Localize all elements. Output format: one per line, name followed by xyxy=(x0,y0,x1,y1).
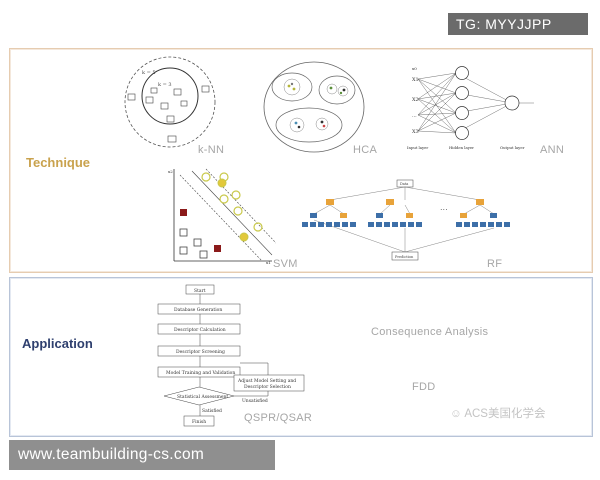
hca-caption: HCA xyxy=(353,144,378,156)
flow-step-model-training xyxy=(157,366,241,378)
svg-text:X2: X2 xyxy=(412,97,419,103)
watermark-text: ACS美国化学会 xyxy=(464,408,546,420)
knn-diagram: k = 5 k = 3 xyxy=(124,56,216,148)
flow-finish-label: Finish xyxy=(192,419,206,425)
svm-x2-label: x2 xyxy=(168,169,173,174)
svm-x1-label: x1 xyxy=(266,260,271,265)
knn-k3-label: k = 3 xyxy=(158,82,172,88)
knn-caption: k-NN xyxy=(198,144,225,156)
wechat-icon: ☺ xyxy=(450,408,462,420)
svg-text:...: ... xyxy=(440,203,448,212)
flow-model-training-label: Model Training and Validation xyxy=(166,370,235,376)
knn-k5-label: k = 5 xyxy=(142,70,156,76)
rf-prediction-label: Prediction xyxy=(395,255,414,259)
flow-step-database xyxy=(157,303,241,315)
flow-descriptor-screen-label: Descriptor Screening xyxy=(176,349,225,355)
rf-prediction-node xyxy=(391,251,419,261)
svm-caption: SVM xyxy=(273,258,298,270)
knn-sample xyxy=(166,115,175,123)
technique-label: Technique xyxy=(26,155,91,170)
flow-step-finish xyxy=(183,415,215,427)
flow-side-box-line2: Descriptor Selection xyxy=(244,384,291,390)
ann-output-layer-label: Output layer xyxy=(500,145,525,150)
application-panel xyxy=(9,277,593,437)
fdd-caption: FDD xyxy=(412,381,436,393)
flow-side-box-line1: Adjust Model Setting and xyxy=(237,378,296,384)
rf-root-label: Data xyxy=(400,182,408,186)
qspr-caption: QSPR/QSAR xyxy=(244,412,313,424)
knn-sample xyxy=(180,100,188,107)
flow-step-descriptor-screen xyxy=(157,345,241,357)
acs-watermark: ☺ ACS美国化学会 xyxy=(450,405,545,421)
flow-step-assessment xyxy=(163,386,235,406)
flow-side-box xyxy=(233,374,305,392)
rf-diagram: Data ... Prediction xyxy=(302,179,510,261)
svm-diagram: x2 x1 xyxy=(168,168,276,265)
flow-satisfied-label: Satisfied xyxy=(202,408,222,414)
knn-sample xyxy=(201,85,210,93)
ann-diagram: x0 X1 X2 ... X3 Input layer Hidden layer… xyxy=(407,66,534,150)
consequence-analysis-caption: Consequence Analysis xyxy=(371,326,489,338)
tg-badge: TG: MYYJJPP xyxy=(448,13,588,35)
flow-descriptor-calc-label: Descriptor Calculation xyxy=(174,327,226,333)
svg-text:X3: X3 xyxy=(412,129,419,135)
flow-assessment-label: Statistical Assessment xyxy=(177,394,228,400)
knn-sample xyxy=(173,88,182,96)
technique-panel xyxy=(9,48,593,273)
knn-sample xyxy=(160,102,169,110)
ann-caption: ANN xyxy=(540,144,565,156)
svg-text:X1: X1 xyxy=(412,77,419,83)
flow-start-label: Start xyxy=(194,288,206,294)
knn-sample xyxy=(127,93,136,101)
qspr-flowchart: Start Database Generation Descriptor Cal… xyxy=(157,284,305,427)
svg-text:...: ... xyxy=(412,113,417,119)
knn-sample xyxy=(167,135,177,143)
ann-input-layer-label: Input layer xyxy=(407,145,428,150)
knn-sample xyxy=(150,87,158,94)
application-label: Application xyxy=(22,336,93,351)
ann-hidden-layer-label: Hidden layer xyxy=(449,145,474,150)
svg-text:x0: x0 xyxy=(412,66,417,71)
flow-database-label: Database Generation xyxy=(174,307,222,313)
hca-diagram xyxy=(263,61,365,153)
flow-step-descriptor-calc xyxy=(157,323,241,335)
url-banner: www.teambuilding-cs.com xyxy=(9,440,275,470)
flow-unsatisfied-label: Unsatisfied xyxy=(242,398,268,404)
rf-caption: RF xyxy=(487,258,503,270)
knn-sample xyxy=(145,96,154,104)
